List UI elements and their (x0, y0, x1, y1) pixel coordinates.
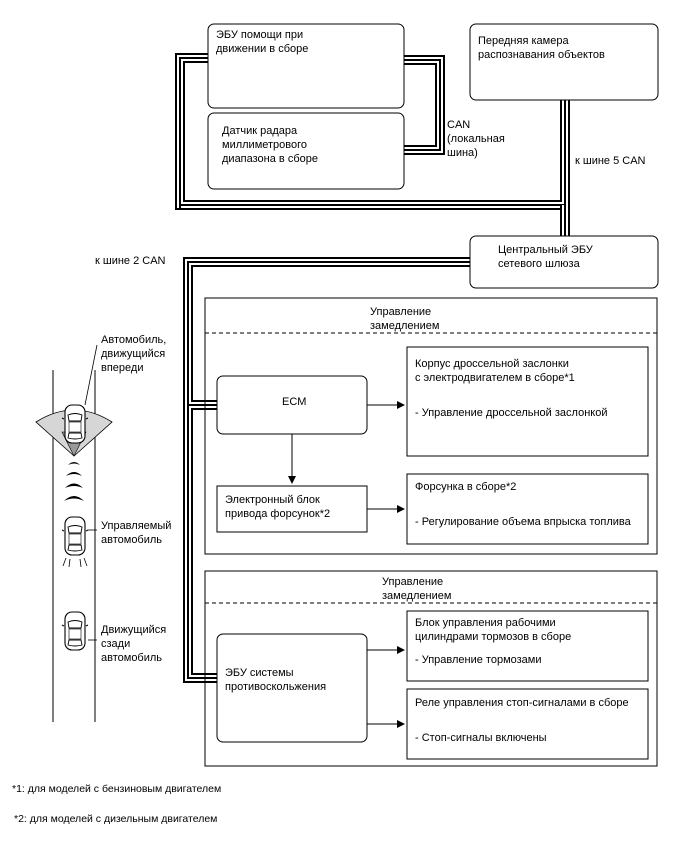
stoplamp-box (406, 688, 649, 760)
stoplamp-title: Реле управления стоп-сигналами в сборе (415, 697, 629, 709)
injector-box (406, 473, 649, 545)
decel-group-1 (204, 297, 658, 555)
can2-bus (183, 257, 470, 683)
gateway-box (469, 235, 659, 289)
brake-title: Блок управления рабочими цилиндрами торм… (415, 617, 572, 643)
abs-ebu-label: ЭБУ системы противоскольжения (225, 667, 327, 693)
abs-ebu-box (216, 633, 368, 743)
car-icon (61, 516, 89, 556)
ebu-assist-box (207, 23, 405, 109)
gateway-label: Центральный ЭБУ сетевого шлюза (498, 244, 593, 270)
ebu-assist-label: ЭБУ помощи при движении в сборе (216, 29, 309, 55)
injector-title: Форсунка в сборе*2 (415, 481, 517, 493)
decel-group-2-title: Управление замедлением (382, 576, 452, 602)
decel-group-1-title: Управление замедлением (370, 306, 440, 332)
can2-label: к шине 2 CAN (95, 255, 166, 267)
road-scene (35, 344, 113, 722)
can5-label: к шине 5 CAN (575, 155, 646, 167)
injector-item: - Регулирование объема впрыска топлива (415, 516, 631, 528)
stoplamp-item: - Стоп-сигналы включены (415, 732, 547, 744)
own-vehicle-label: Управляемый автомобиль (101, 520, 172, 546)
can-local-bus-radar (402, 55, 445, 155)
radar-label: Датчик радара миллиметрового диапазона в… (222, 125, 318, 165)
car-icon (61, 611, 89, 651)
throttle-title: Корпус дроссельной заслонки с электродви… (415, 358, 575, 384)
front-camera-label: Передняя камера распознавания объектов (478, 35, 605, 61)
brake-item: - Управление тормозами (415, 654, 542, 666)
decel-group-2 (204, 570, 658, 767)
radar-box (207, 112, 405, 190)
vehicle-ahead-label: Автомобиль, движущийся впереди (101, 334, 167, 374)
brake-box (406, 610, 649, 682)
footnote-1: *1: для моделей с бензиновым двигателем (12, 783, 222, 795)
injector-driver-label: Электронный блок привода форсунок*2 (225, 494, 331, 520)
can-local-label: CAN (локальная шина) (447, 119, 505, 159)
front-camera-box (469, 23, 659, 101)
car-icon (61, 404, 89, 444)
throttle-item: - Управление дроссельной заслонкой (415, 407, 608, 419)
throttle-box (406, 346, 649, 457)
injector-driver-box (216, 485, 368, 533)
footnote-2: *2: для моделей с дизельным двигателем (14, 813, 218, 825)
ecm-label: ECM (282, 396, 307, 408)
vehicle-behind-label: Движущийся сзади автомобиль (101, 624, 167, 664)
